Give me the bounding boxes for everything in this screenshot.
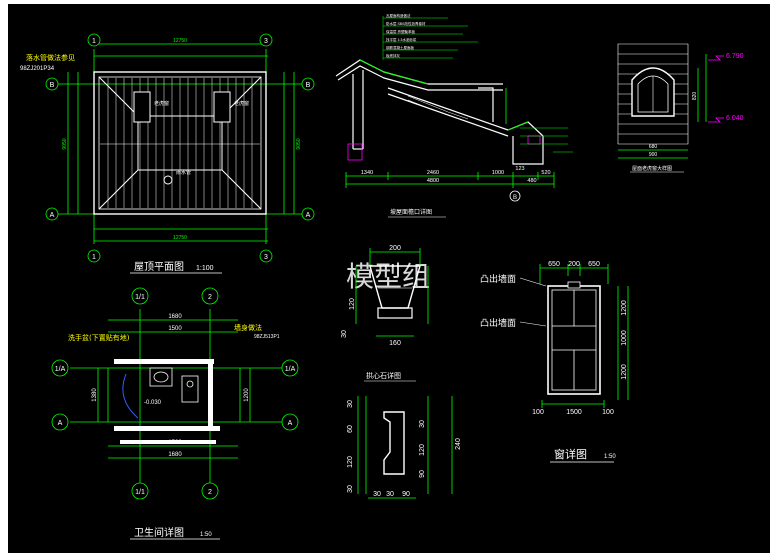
drawing-canvas: 老虎窗 老虎窗 雨水管 12750 12750 9050 9050 1 3 1 … [8,4,770,553]
window-label-1: 凸出墙面 [480,273,516,285]
window-title: 窗详图 [554,447,587,461]
molding-dim-r2: 120 [419,444,426,456]
bath-axis-bottom-1-1: 1/1 [135,489,145,496]
section-dim-3: 2460 [427,170,439,176]
roof-section-title: 坡屋面檐口详图 [390,208,432,216]
drain-note: 雨水管 [176,169,191,176]
svg-text:找平层 1:3水泥砂浆: 找平层 1:3水泥砂浆 [386,37,417,42]
section-dim-5: 480 [527,178,536,184]
keystone-dim-small: 30 [341,330,348,338]
dim-left: 9050 [62,138,68,149]
roof-plan-note-ref: 98ZJ201P34 [20,66,55,72]
keystone-dim-bottom: 160 [389,340,401,347]
axis-bubble-left-b: B [50,82,55,89]
section-small-dim-2: 520 [541,170,550,176]
svg-text:瓦屋面构造做法: 瓦屋面构造做法 [386,13,411,18]
bathroom-scale: 1:50 [200,532,212,538]
bath-axis-left-1a: 1/A [55,366,66,373]
dormer-level-top: 6.790 [726,53,744,60]
bath-dim-left: 1380 [92,388,98,402]
molding-dim-r3: 240 [455,438,462,450]
window-dim-right-1: 1200 [621,300,628,316]
axis-bubble-left-a: A [50,212,55,219]
molding-dim-l4: 30 [347,485,354,493]
section-axis-bubble: B [513,195,517,201]
bath-label-sink: 洗手盆(下置贴有地) [68,333,130,342]
dormer-dim-width: 680 [649,144,658,150]
bath-axis-bottom-2: 2 [208,489,212,496]
window-dim-bottom-2: 1500 [566,409,582,416]
bath-dim-bottom-inner: 1500 [168,440,182,446]
molding-dim-l2: 60 [347,425,354,433]
roof-section: 瓦屋面构造做法 防水层 SBS改性沥青卷材 保温层 挤塑聚苯板 找平层 1:3水… [335,13,573,218]
window-detail: 凸出墙面 凸出墙面 650 200 650 1200 1000 1200 100… [480,261,629,463]
dormer-label-left: 老虎窗 [154,100,169,107]
bath-axis-left-a: A [58,420,63,427]
dormer-dim-outer: 900 [649,152,658,158]
cad-drawing: 老虎窗 老虎窗 雨水管 12750 12750 9050 9050 1 3 1 … [20,13,744,540]
molding-detail: 30 60 120 30 30 120 240 90 30 30 90 [347,396,462,499]
bath-dim-top-inner: 1500 [168,326,182,332]
molding-dim-l3: 120 [347,456,354,468]
dim-top: 12750 [173,38,187,44]
window-dim-top-2: 200 [568,261,580,268]
window-label-2: 凸出墙面 [480,317,516,329]
svg-text:钢筋混凝土屋面板: 钢筋混凝土屋面板 [386,45,414,50]
section-dim-2: 4800 [427,178,439,184]
axis-bubble-right-b: B [306,82,311,89]
bath-dim-bottom-outer: 1680 [168,452,182,458]
bath-dim-right: 1200 [244,388,250,402]
keystone-detail: 200 120 160 30 拱心石详图 [341,245,429,382]
keystone-title: 拱心石详图 [366,371,401,380]
dim-right: 9050 [296,138,302,149]
axis-bubble-bottom-3: 3 [264,254,268,261]
bathroom-title: 卫生间详图 [134,526,184,539]
roof-plan-title: 屋顶平面图 [134,261,184,273]
bathroom-detail: 1680 1500 1680 1500 1380 1200 -0.030 洗手盆… [51,287,299,540]
molding-dim-b3: 90 [402,491,410,498]
window-dim-right-3: 1200 [621,364,628,380]
dormer-detail: 6.790 6.040 680 900 820 屋面老虎窗大样图 [617,43,744,173]
keystone-dim-left: 120 [349,298,356,310]
axis-bubble-top-3: 3 [264,38,268,45]
axis-bubble-top-1: 1 [92,38,96,45]
window-dim-bottom-3: 100 [602,409,614,416]
roof-plan: 老虎窗 老虎窗 雨水管 12750 12750 9050 9050 1 3 1 … [20,33,315,274]
dormer-title: 屋面老虎窗大样图 [632,165,672,172]
bath-dim-top-outer: 1680 [168,314,182,320]
window-scale: 1:50 [604,454,616,460]
axis-bubble-bottom-1: 1 [92,254,96,261]
window-dim-bottom-1: 100 [532,409,544,416]
section-dim-4: 1000 [492,170,504,176]
dormer-label-right: 老虎窗 [234,100,249,107]
window-dim-top-1: 650 [548,261,560,268]
section-small-dim-1: 123 [515,166,524,172]
svg-text:防水层 SBS改性沥青卷材: 防水层 SBS改性沥青卷材 [386,21,426,26]
bath-axis-right-1a: 1/A [285,366,296,373]
svg-text:保温层 挤塑聚苯板: 保温层 挤塑聚苯板 [386,29,415,34]
keystone-dim-top: 200 [389,245,401,252]
roof-plan-note: 落水管做法参见 [26,53,75,62]
roof-plan-scale: 1:100 [196,265,214,272]
molding-dim-r1: 30 [419,420,426,428]
window-dim-right-2: 1000 [621,330,628,346]
dormer-dim-height: 820 [692,92,698,101]
dim-bottom: 12750 [173,235,187,241]
dormer-level-bottom: 6.040 [726,115,744,122]
molding-dim-l1: 30 [347,400,354,408]
window-dim-top-3: 650 [588,261,600,268]
svg-text:板底抹灰: 板底抹灰 [386,53,400,58]
molding-dim-r4: 90 [419,470,426,478]
bath-axis-right-a: A [288,420,293,427]
molding-dim-b2: 30 [386,491,394,498]
molding-dim-b1: 30 [373,491,381,498]
axis-bubble-right-a: A [306,212,311,219]
bath-label-wall: 墙身做法 [234,323,262,332]
bath-axis-top-2: 2 [208,294,212,301]
bath-axis-top-1-1: 1/1 [135,294,145,301]
section-dim-1: 1340 [361,170,373,176]
bath-wall-ref: 98ZJ513P1 [254,334,280,340]
bath-level: -0.030 [144,400,162,406]
